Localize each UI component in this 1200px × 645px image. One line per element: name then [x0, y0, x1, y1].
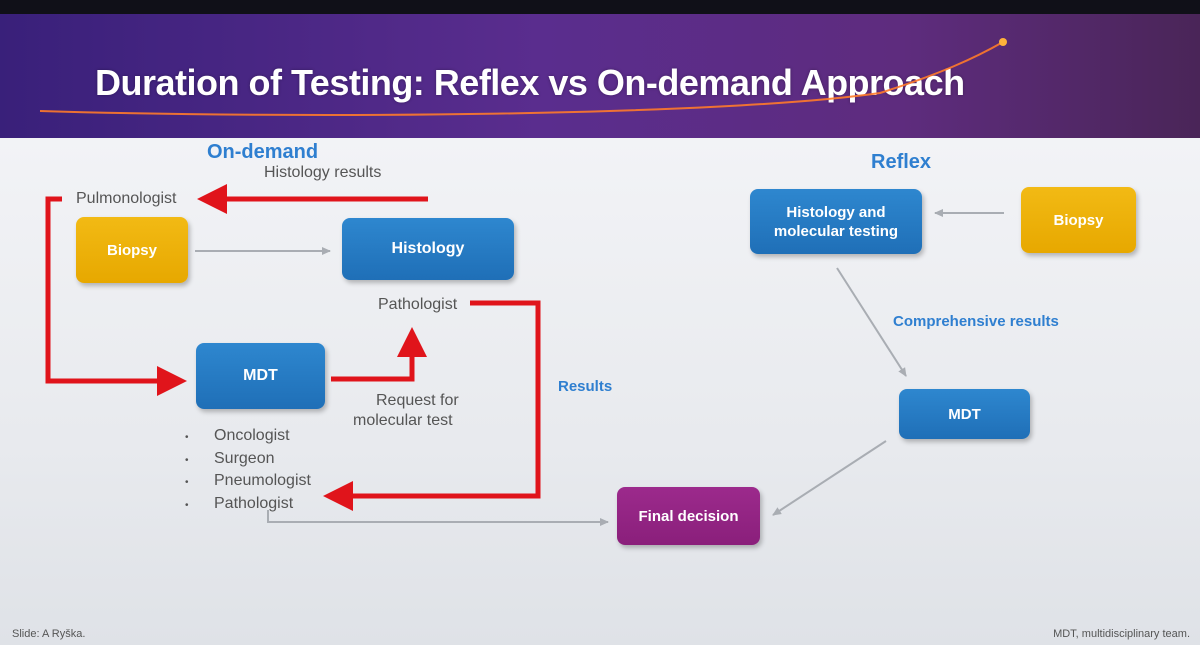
pathologist-label: Pathologist	[378, 296, 458, 313]
histology-box-label: Histology	[391, 240, 465, 257]
reflex-heading: Reflex	[871, 151, 932, 173]
mdt-box-label: MDT	[243, 367, 278, 384]
role-item: •Pathologist	[185, 494, 294, 512]
reflex-mdt-label: MDT	[948, 405, 981, 423]
role-item: •Pneumologist	[185, 472, 311, 489]
comprehensive-results-label: Comprehensive results	[893, 313, 1059, 330]
request-line-2: molecular test	[353, 412, 453, 429]
histology-molecular-line-2: molecular testing	[773, 222, 899, 240]
role-item: •Surgeon	[185, 449, 275, 467]
results-label: Results	[558, 378, 613, 395]
on-demand-heading: On-demand	[207, 141, 319, 163]
reflex-mdt-box: MDT	[899, 389, 1030, 439]
final-decision-label: Final decision	[638, 507, 739, 525]
histology-results-label: Histology results	[264, 164, 382, 181]
arrow-pathologist-results	[323, 300, 541, 511]
histology-box: Histology	[342, 218, 514, 280]
arrow-reflex-histology-to-mdt	[836, 267, 907, 377]
role-label: Pneumologist	[214, 472, 311, 489]
role-label: Surgeon	[214, 449, 275, 467]
request-line-1: Request for	[376, 392, 459, 409]
footer-credit: Slide: A Ryška.	[12, 628, 86, 640]
reflex-biopsy-label: Biopsy	[1053, 211, 1104, 229]
slide-title: Duration of Testing: Reflex vs On-demand…	[95, 62, 965, 103]
role-item: •Oncologist	[185, 427, 290, 444]
pulmonologist-label: Pulmonologist	[76, 190, 177, 207]
final-decision-box: Final decision	[617, 487, 760, 545]
reflex-biopsy-box: Biopsy	[1021, 187, 1136, 253]
top-edge	[0, 0, 1200, 14]
arrow-mdt-to-pathologist	[331, 327, 427, 382]
mdt-roles-list: •Oncologist •Surgeon •Pneumologist •Path…	[185, 426, 311, 516]
histology-molecular-box: Histology and molecular testing	[750, 189, 922, 254]
slide-header	[0, 14, 1200, 138]
biopsy-box-label: Biopsy	[106, 241, 157, 259]
laser-streak	[39, 41, 1004, 116]
histology-molecular-line-1: Histology and	[786, 203, 886, 221]
arrow-pulmonologist-to-mdt	[45, 196, 187, 396]
arrow-reflex-mdt-to-final	[772, 440, 887, 516]
biopsy-box: Biopsy	[76, 217, 188, 283]
role-label: Pathologist	[214, 494, 294, 512]
role-label: Oncologist	[214, 427, 290, 444]
footer-abbreviation: MDT, multidisciplinary team.	[1053, 628, 1190, 640]
laser-dot	[999, 38, 1007, 46]
mdt-box: MDT	[196, 343, 325, 409]
arrow-team-to-final	[267, 510, 609, 526]
